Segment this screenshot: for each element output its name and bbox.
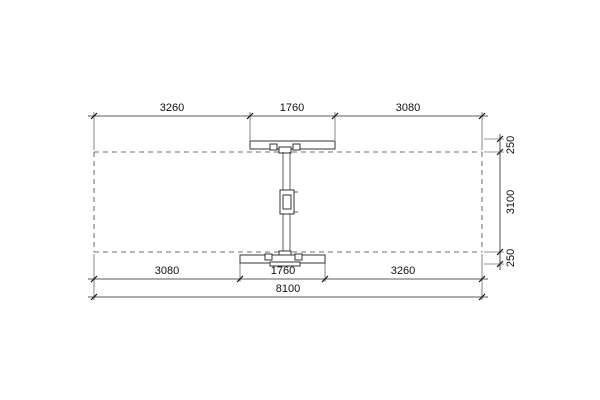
right-dim-3: 250	[505, 249, 517, 267]
top-dimension-chain: 3260 1760 3080	[88, 102, 488, 120]
frame-structure	[239, 140, 336, 267]
overall-dimension: 8100	[88, 283, 488, 301]
right-dim-1: 250	[505, 136, 517, 154]
bottom-dimension-chain: 3080 1760 3260	[88, 265, 488, 283]
top-dim-2: 1760	[280, 102, 304, 114]
bottom-dim-1: 3080	[155, 265, 179, 277]
right-dimension-chain: 250 3100 250	[484, 134, 517, 270]
bottom-dim-3: 3260	[391, 265, 415, 277]
right-dim-2: 3100	[505, 190, 517, 214]
top-dim-3: 3080	[396, 102, 420, 114]
overall-dim: 8100	[276, 283, 300, 295]
bottom-dim-2: 1760	[271, 265, 295, 277]
top-dim-1: 3260	[160, 102, 184, 114]
